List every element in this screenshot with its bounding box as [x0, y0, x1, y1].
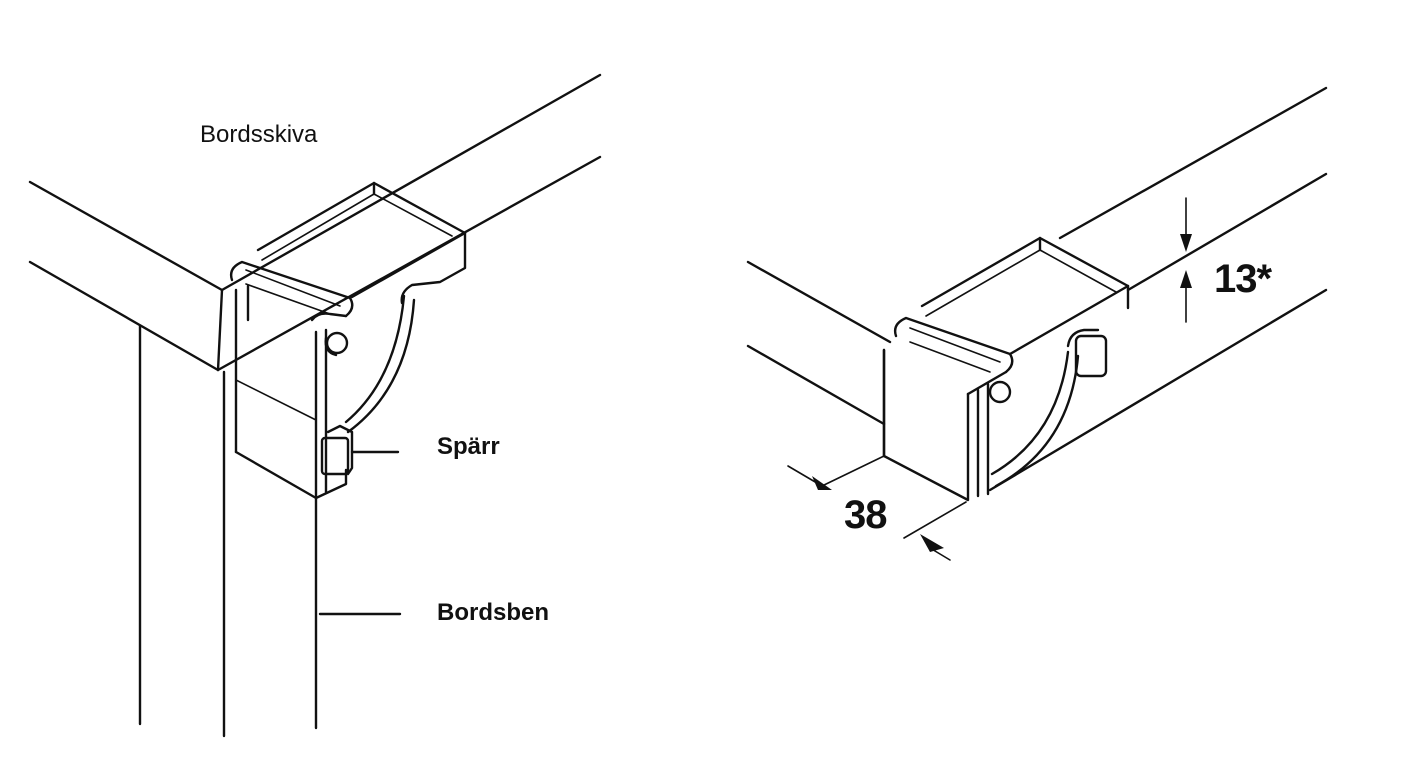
height-dimension-value: 13* — [1214, 257, 1272, 301]
width-dimension: 38 — [787, 455, 967, 561]
tabletop-left-edge — [28, 180, 224, 372]
tabletop-label: Bordsskiva — [200, 121, 318, 148]
latch — [320, 424, 400, 476]
pivot-bolt — [325, 331, 349, 355]
width-dimension-value: 38 — [844, 493, 887, 537]
folding-bracket — [229, 181, 467, 616]
height-dimension: 13* — [1180, 197, 1273, 323]
table-leg-label: Bordsben — [437, 599, 549, 626]
tabletop-right-edge — [216, 73, 602, 372]
bracket-block — [882, 236, 1130, 502]
latch-label: Spärr — [437, 433, 500, 460]
rail — [746, 86, 1328, 492]
table-leg — [138, 324, 318, 738]
latch-knob-right — [1066, 328, 1108, 378]
pivot-bolt-right — [988, 380, 1012, 404]
right-dimension-drawing: 13* 38 — [746, 86, 1328, 561]
left-assembly-drawing: Bordsskiva Spärr Bordsben — [28, 73, 602, 738]
slot-arm — [344, 294, 406, 424]
